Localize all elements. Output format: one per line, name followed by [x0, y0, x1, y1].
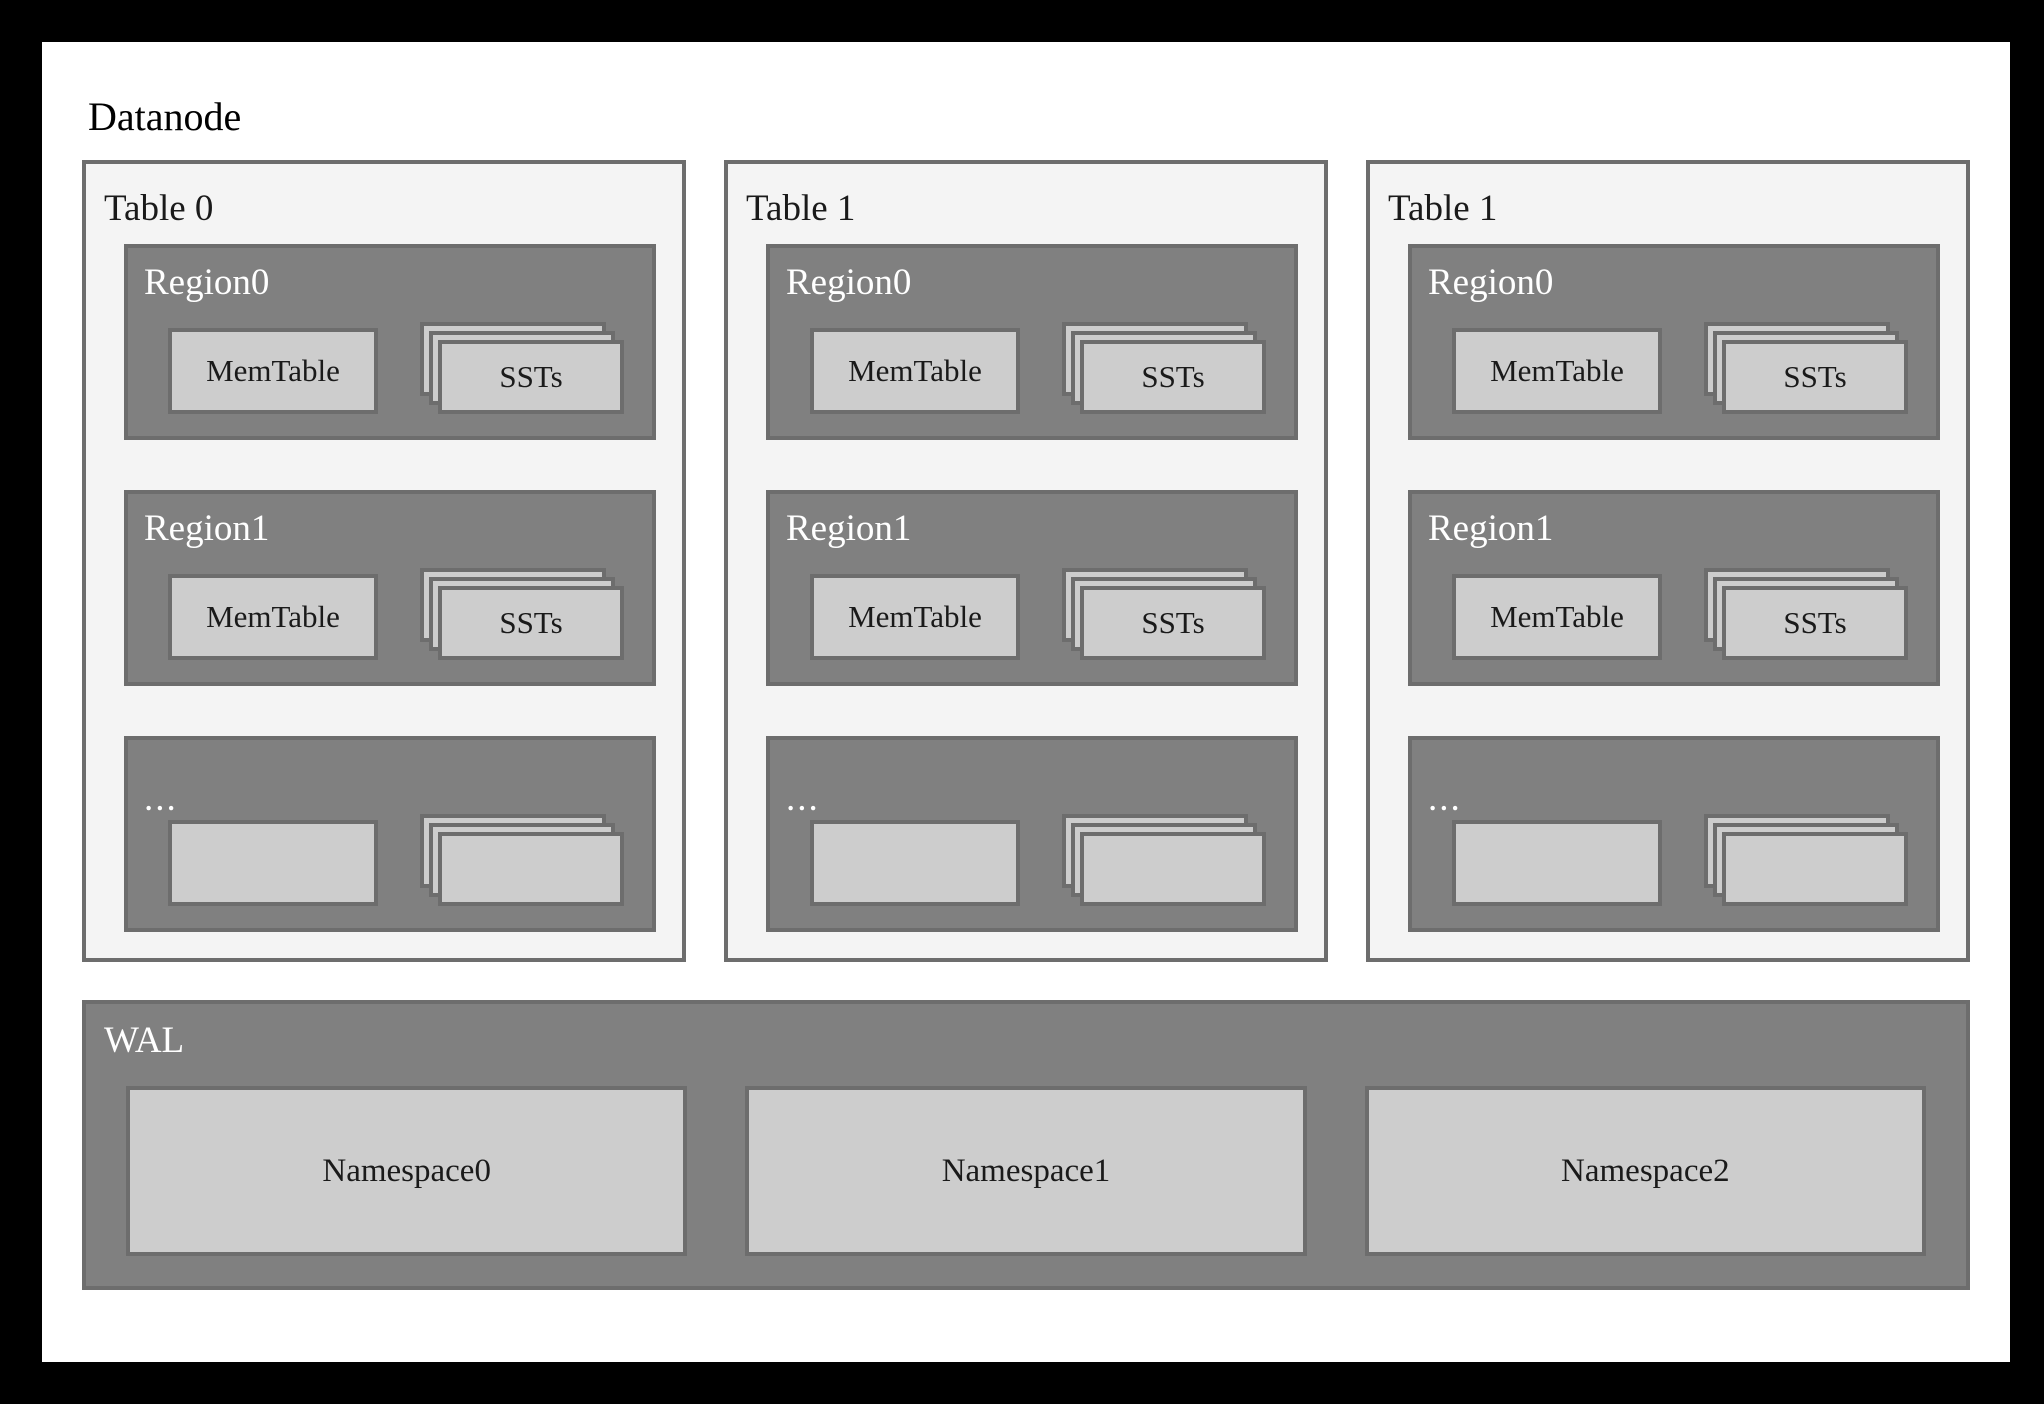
sst-layer-front: SSTs	[438, 586, 624, 660]
wal-panel: WAL Namespace0 Namespace1 Namespace2	[82, 1000, 1970, 1290]
region-body	[168, 814, 628, 910]
region-block: Region1 MemTable SSTs	[124, 490, 656, 686]
table-title: Table 0	[104, 188, 214, 229]
table-title: Table 1	[746, 188, 856, 229]
region-block: Region1 MemTable SSTs	[766, 490, 1298, 686]
memtable-box: MemTable	[168, 574, 378, 660]
region-block-more: ...	[1408, 736, 1940, 932]
region-block-more: ...	[124, 736, 656, 932]
sst-stack: SSTs	[1704, 568, 1909, 664]
sst-layer-front: SSTs	[1080, 340, 1266, 414]
sst-layer-front	[1722, 832, 1908, 906]
region-title: Region1	[1428, 508, 1554, 549]
memtable-box-empty	[168, 820, 378, 906]
wal-namespaces-row: Namespace0 Namespace1 Namespace2	[126, 1086, 1926, 1256]
table-title: Table 1	[1388, 188, 1498, 229]
sst-stack: SSTs	[1062, 322, 1267, 418]
memtable-box: MemTable	[810, 574, 1020, 660]
namespace-box-2: Namespace2	[1364, 1086, 1926, 1256]
datanode-title: Datanode	[88, 94, 242, 139]
namespace-box-0: Namespace0	[126, 1086, 688, 1256]
table-panel-1: Table 1 Region0 MemTable SSTs Region1	[724, 160, 1328, 962]
sst-layer-front	[438, 832, 624, 906]
ellipsis-icon: ...	[1428, 778, 1462, 819]
regions-stack: Region0 MemTable SSTs Region1 MemTable	[766, 244, 1298, 932]
sst-stack	[1062, 814, 1267, 910]
wal-title: WAL	[104, 1020, 185, 1061]
region-body: MemTable SSTs	[1452, 568, 1912, 664]
sst-stack	[420, 814, 625, 910]
region-title: Region1	[786, 508, 912, 549]
region-title: Region1	[144, 508, 270, 549]
region-title: Region0	[786, 262, 912, 303]
memtable-box-empty	[810, 820, 1020, 906]
region-title: Region0	[144, 262, 270, 303]
region-block: Region0 MemTable SSTs	[1408, 244, 1940, 440]
ellipsis-icon: ...	[144, 778, 178, 819]
memtable-box: MemTable	[1452, 328, 1662, 414]
tables-row: Table 0 Region0 MemTable SSTs Region1	[82, 160, 1970, 962]
sst-stack: SSTs	[1062, 568, 1267, 664]
ellipsis-icon: ...	[786, 778, 820, 819]
region-body	[1452, 814, 1912, 910]
memtable-box: MemTable	[1452, 574, 1662, 660]
datanode-container: Datanode Table 0 Region0 MemTable SSTs	[42, 42, 2010, 1362]
region-block: Region0 MemTable SSTs	[766, 244, 1298, 440]
sst-layer-front: SSTs	[1080, 586, 1266, 660]
sst-stack: SSTs	[420, 322, 625, 418]
sst-stack	[1704, 814, 1909, 910]
region-body: MemTable SSTs	[168, 322, 628, 418]
sst-layer-front: SSTs	[1722, 586, 1908, 660]
regions-stack: Region0 MemTable SSTs Region1 MemTable	[1408, 244, 1940, 932]
table-panel-2: Table 1 Region0 MemTable SSTs Region1	[1366, 160, 1970, 962]
memtable-box: MemTable	[810, 328, 1020, 414]
region-body: MemTable SSTs	[1452, 322, 1912, 418]
sst-layer-front	[1080, 832, 1266, 906]
sst-stack: SSTs	[1704, 322, 1909, 418]
memtable-box: MemTable	[168, 328, 378, 414]
region-body: MemTable SSTs	[810, 568, 1270, 664]
region-block: Region1 MemTable SSTs	[1408, 490, 1940, 686]
region-block-more: ...	[766, 736, 1298, 932]
sst-layer-front: SSTs	[1722, 340, 1908, 414]
region-body: MemTable SSTs	[168, 568, 628, 664]
table-panel-0: Table 0 Region0 MemTable SSTs Region1	[82, 160, 686, 962]
region-body: MemTable SSTs	[810, 322, 1270, 418]
sst-layer-front: SSTs	[438, 340, 624, 414]
sst-stack: SSTs	[420, 568, 625, 664]
memtable-box-empty	[1452, 820, 1662, 906]
region-title: Region0	[1428, 262, 1554, 303]
region-block: Region0 MemTable SSTs	[124, 244, 656, 440]
regions-stack: Region0 MemTable SSTs Region1 MemTable	[124, 244, 656, 932]
namespace-box-1: Namespace1	[745, 1086, 1307, 1256]
region-body	[810, 814, 1270, 910]
